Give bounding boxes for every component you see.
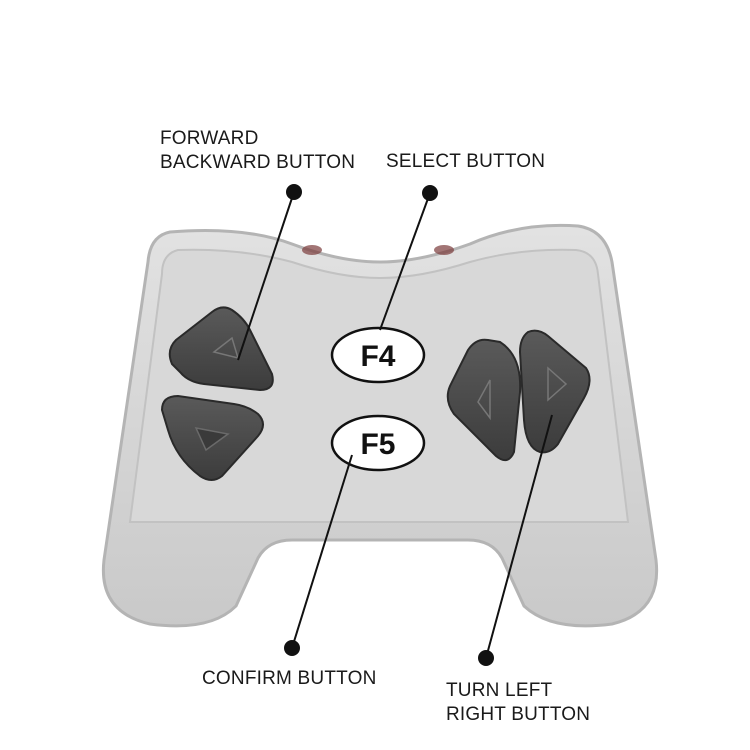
label-backward-button: BACKWARD BUTTON	[160, 152, 355, 173]
label-forward: FORWARD	[160, 128, 259, 149]
leader-select	[379, 185, 438, 331]
label-right-button: RIGHT BUTTON	[446, 704, 590, 725]
backward-button[interactable]	[160, 394, 264, 481]
turn-left-button[interactable]	[446, 338, 522, 462]
leader-dot	[284, 640, 300, 656]
triangle-up-icon	[212, 336, 240, 360]
leader-dot	[286, 184, 302, 200]
triangle-right-icon	[547, 366, 568, 402]
f5-label: F5	[360, 428, 395, 461]
leader-dot	[422, 185, 438, 201]
f4-label: F4	[360, 340, 395, 373]
turn-right-button[interactable]	[518, 329, 591, 454]
leader-forward-backward	[237, 184, 302, 361]
leader-confirm	[284, 454, 353, 656]
label-turn-left: TURN LEFT	[446, 680, 552, 701]
leader-turn	[478, 414, 553, 666]
triangle-down-icon	[194, 426, 230, 452]
label-select-button: SELECT BUTTON	[386, 151, 545, 172]
leader-dot	[478, 650, 494, 666]
indicator-right	[434, 245, 454, 255]
label-confirm-button: CONFIRM BUTTON	[202, 668, 377, 689]
forward-button[interactable]	[168, 306, 274, 392]
f4-button[interactable]: F4	[330, 326, 426, 384]
indicator-left	[302, 245, 322, 255]
f5-button[interactable]: F5	[330, 414, 426, 472]
triangle-left-icon	[477, 379, 491, 421]
